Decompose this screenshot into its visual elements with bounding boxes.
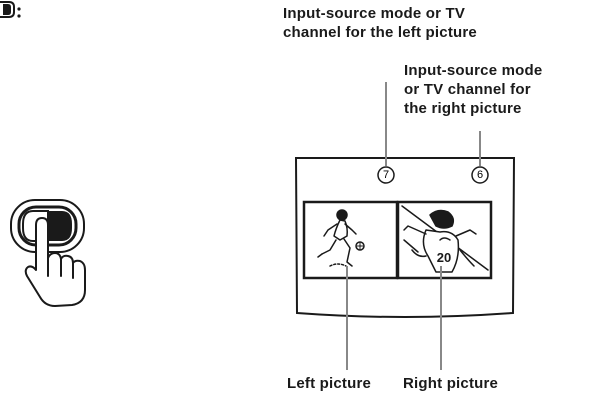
right-source-caption-line-2: or TV channel for bbox=[404, 81, 531, 98]
soccer-player-illustration bbox=[317, 209, 365, 267]
left-source-caption-line-2: channel for the left picture bbox=[283, 24, 477, 41]
right-source-caption-line-3: the right picture bbox=[404, 100, 522, 117]
left-picture-caption: Left picture bbox=[287, 375, 372, 392]
right-source-caption: Input-source mode or TV channel for the … bbox=[404, 61, 542, 118]
right-indicator-badge: 6 bbox=[471, 166, 489, 184]
right-source-caption-line-1: Input-source mode bbox=[404, 62, 543, 79]
button-symbol-icon bbox=[0, 1, 21, 18]
leader-lines bbox=[346, 82, 481, 370]
right-picture-frame: 20 bbox=[396, 200, 493, 280]
right-indicator-number: 6 bbox=[477, 169, 483, 181]
left-picture-frame bbox=[302, 200, 399, 280]
player-jersey-number: 20 bbox=[437, 250, 451, 265]
left-indicator-badge: 7 bbox=[377, 166, 395, 184]
left-source-caption: Input-source mode or TV channel for the … bbox=[283, 4, 477, 42]
left-indicator-number: 7 bbox=[383, 169, 389, 181]
left-source-caption-line-1: Input-source mode or TV bbox=[283, 5, 466, 22]
football-player-illustration: 20 bbox=[401, 205, 489, 273]
pressing-hand-icon bbox=[24, 217, 86, 307]
right-picture-caption: Right picture bbox=[403, 375, 499, 392]
